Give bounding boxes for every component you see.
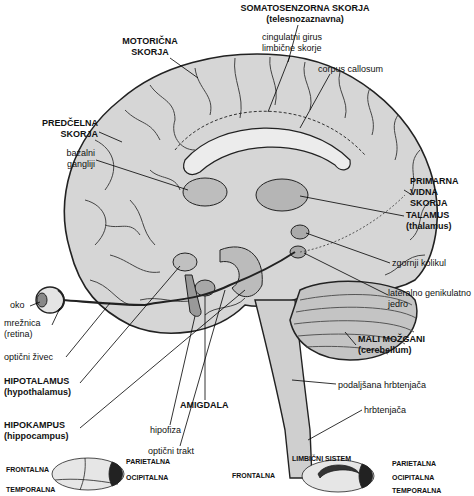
lobe-thumbnail	[52, 458, 124, 490]
retina	[58, 290, 64, 311]
part-label: hrbtenjača	[364, 405, 454, 416]
part-label: optični trakt	[148, 446, 228, 457]
part-label: oko	[10, 300, 32, 311]
part-label: OCIPITALNA	[392, 474, 462, 482]
limbic-system	[318, 465, 360, 478]
occipital-lobe	[109, 462, 123, 486]
optic-radiation	[300, 195, 405, 252]
part-label: PARIETALNA	[126, 458, 186, 466]
cingulate-gyrus	[175, 111, 365, 155]
leader-line	[180, 290, 225, 446]
part-label: zgornji kolikul	[392, 258, 474, 269]
leader-line	[300, 74, 330, 128]
part-label: FRONTALNA	[232, 472, 292, 480]
lobe-thumbnail	[302, 460, 374, 492]
leader-line	[345, 332, 356, 345]
leader-line	[52, 308, 60, 325]
part-label: bazalni gangliji	[38, 148, 95, 170]
part-label: PREDČELNA SKORJA	[18, 118, 98, 140]
cerebrum-outline	[64, 54, 437, 333]
corpus-callosum	[184, 128, 351, 174]
leader-line	[304, 253, 388, 295]
part-label: FRONTALNA	[6, 466, 66, 474]
part-label: podaljšana hrbtenjača	[338, 380, 468, 391]
part-label: TEMPORALNA	[6, 486, 66, 494]
leader-line	[80, 266, 180, 383]
gyri	[85, 57, 432, 315]
leader-line	[96, 160, 188, 190]
part-label: optični živec	[4, 352, 74, 363]
leader-line	[292, 380, 336, 384]
part-label: HIPOTALAMUS (hypothalamus)	[4, 376, 86, 398]
leader-line	[306, 233, 390, 263]
basal-ganglia	[183, 178, 227, 206]
part-label: MALI MOŽGANI (cerebellum)	[358, 334, 458, 356]
leader-line	[99, 132, 122, 142]
occipital-lobe	[359, 464, 373, 488]
part-label: PRIMARNA VIDNA SKORJA	[410, 176, 472, 209]
leader-line	[66, 303, 110, 357]
leader-line	[170, 58, 198, 78]
part-label: hipofiza	[150, 425, 210, 436]
lobe-divider	[55, 458, 118, 490]
leader-line	[30, 302, 40, 306]
leader-line	[308, 410, 362, 440]
leader-line	[268, 56, 290, 112]
hypothalamus	[173, 253, 197, 271]
part-label: SOMATOSENZORNA SKORJA (telesnozaznavna)	[225, 3, 385, 25]
part-label: HIPOKAMPUS (hippocampus)	[4, 420, 86, 442]
part-label: TALAMUS (thalamus)	[406, 210, 472, 232]
part-label: lateralno genikulatno jedro	[388, 288, 474, 310]
optic-nerve	[62, 300, 145, 305]
part-label: LIMBIČNI SISTEM	[292, 455, 382, 463]
thalamus	[256, 179, 308, 211]
part-label: cingulatni girus limbične skorje	[262, 32, 352, 54]
optic-tract	[145, 252, 295, 305]
part-label: PARIETALNA	[392, 460, 462, 468]
part-label: OCIPITALNA	[126, 474, 186, 482]
hippocampus	[220, 247, 262, 297]
leader-line	[300, 196, 404, 216]
eye-lens	[37, 293, 47, 307]
part-label: AMIGDALA	[180, 400, 250, 411]
part-label: MOTORIČNA SKORJA	[115, 36, 185, 58]
part-label: corpus callosum	[318, 64, 418, 75]
lateral-geniculate	[290, 246, 306, 258]
part-label: TEMPORALNA	[392, 487, 462, 495]
leader-line	[205, 296, 206, 400]
superior-colliculus	[291, 225, 309, 239]
part-label: mrežnica (retina)	[4, 318, 56, 340]
